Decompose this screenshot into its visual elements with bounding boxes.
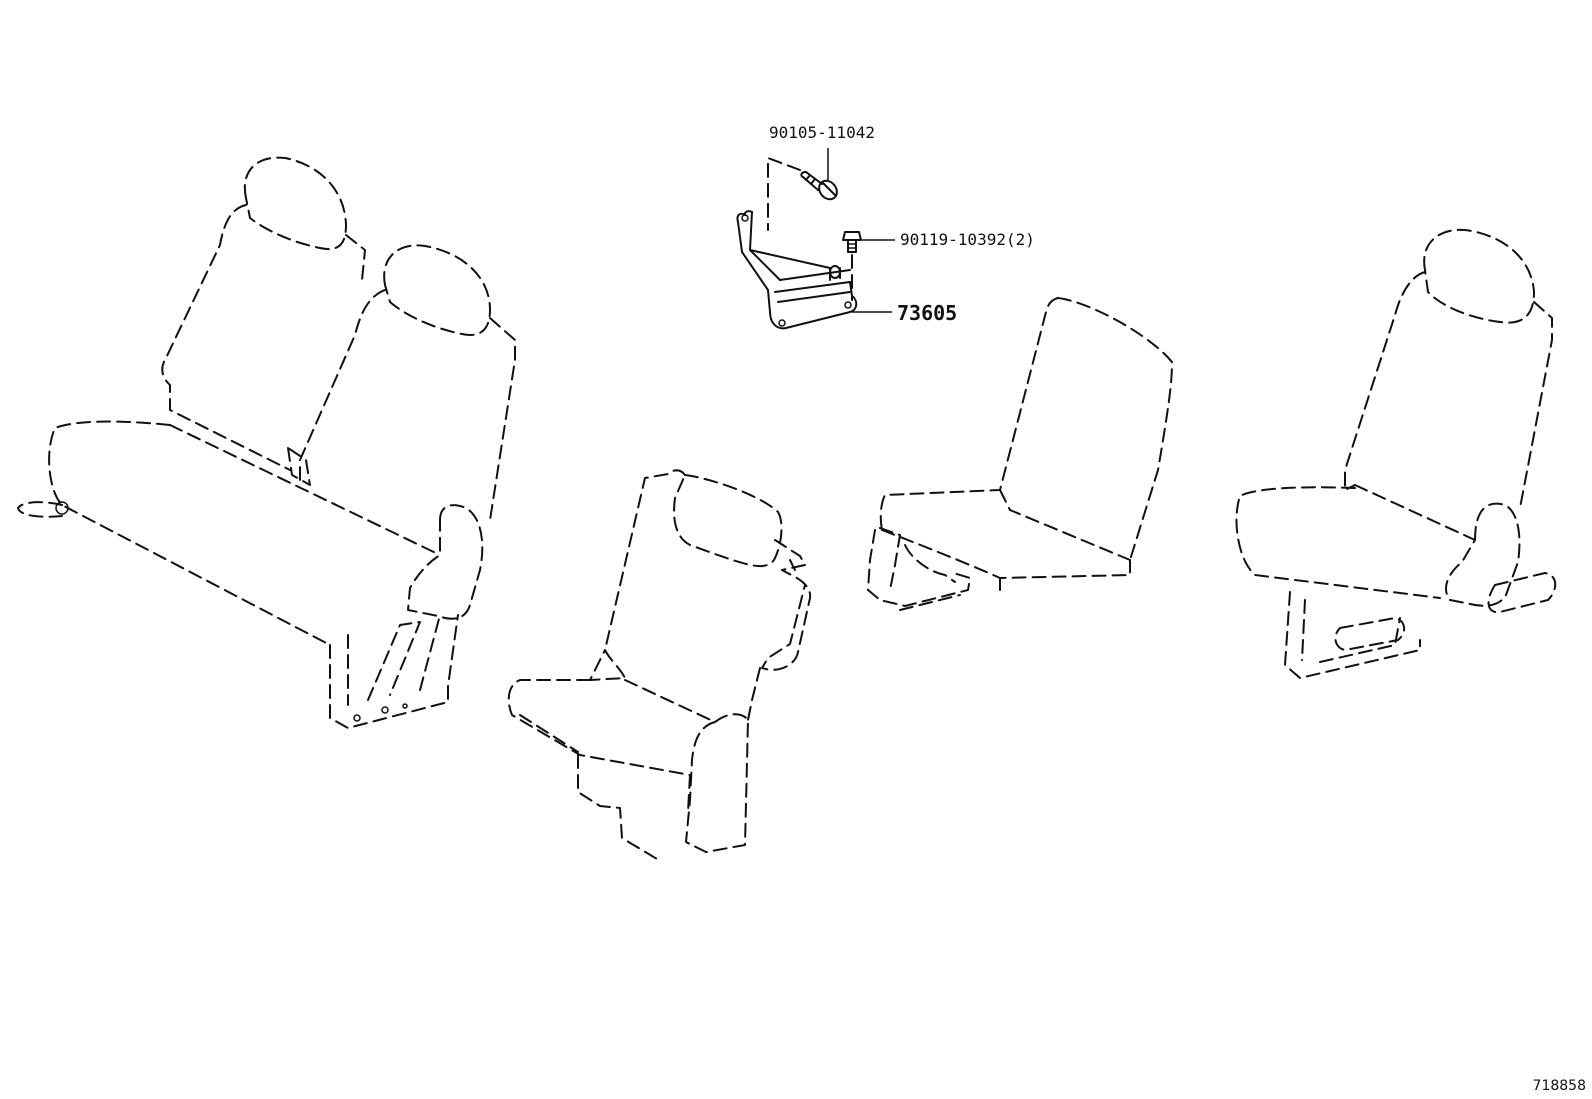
small-bolt-icon (842, 231, 862, 253)
part-label-small-bolt: 90119-10392(2) (900, 230, 1035, 249)
bracket-icon (736, 210, 858, 330)
illustration-id: 718858 (1533, 1078, 1586, 1094)
bolt-icon (800, 171, 838, 201)
single-seat (867, 297, 1173, 611)
hardware-group: 90105-11042 90119-10392(2) 73605 (736, 123, 1035, 330)
part-label-bolt: 90105-11042 (769, 123, 875, 142)
armrest-seat (1235, 228, 1557, 679)
folding-seat (507, 469, 812, 863)
part-label-bracket: 73605 (897, 301, 957, 325)
bench-seat (17, 156, 516, 729)
